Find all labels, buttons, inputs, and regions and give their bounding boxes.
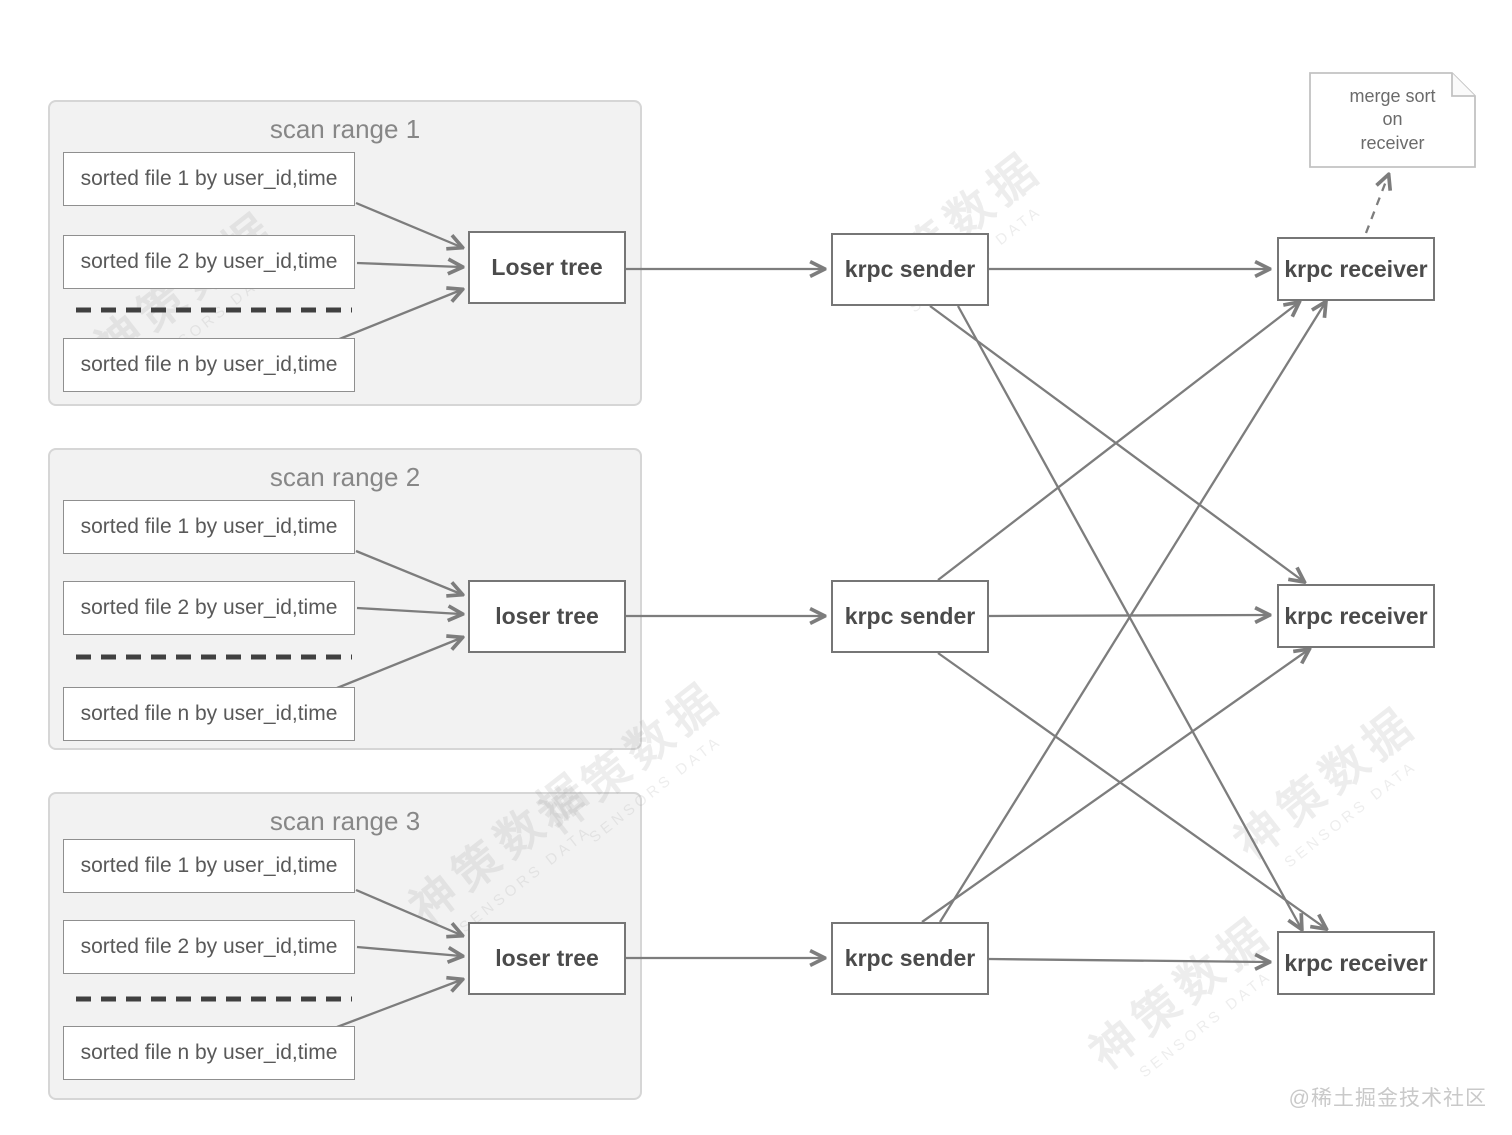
loser-tree-label: loser tree — [495, 603, 599, 629]
sorted-file-box: sorted file 2 by user_id,time — [63, 920, 355, 974]
krpc-sender-label: krpc sender — [844, 603, 976, 629]
krpc-sender-box-3: krpc sender — [831, 922, 989, 995]
arrow-p3-filen-tree — [336, 980, 461, 1029]
sorted-file-box: sorted file 1 by user_id,time — [63, 152, 355, 206]
arrow-p2-file2-tree — [356, 608, 461, 614]
sorted-file-label: sorted file 2 by user_id,time — [80, 250, 338, 273]
arrow-sender3-receiver3 — [988, 959, 1268, 962]
arrow-p2-file1-tree — [355, 549, 461, 594]
loser-tree-box-1: Loser tree — [468, 231, 626, 304]
sorted-file-box: sorted file 1 by user_id,time — [63, 839, 355, 893]
scan-range-3-title: scan range 3 — [269, 806, 421, 836]
sorted-file-label: sorted file 1 by user_id,time — [80, 167, 338, 190]
arrow-p1-file1-tree — [355, 201, 461, 247]
sorted-file-box: sorted file n by user_id,time — [63, 687, 355, 741]
krpc-sender-label: krpc sender — [844, 945, 976, 971]
scan-range-1-title: scan range 1 — [269, 114, 421, 144]
krpc-sender-box-1: krpc sender — [831, 233, 989, 306]
krpc-sender-label: krpc sender — [844, 256, 976, 282]
sorted-file-box: sorted file 1 by user_id,time — [63, 500, 355, 554]
arrow-p1-filen-tree — [336, 290, 461, 342]
scan-range-2-title: scan range 2 — [269, 462, 421, 492]
sorted-file-box: sorted file n by user_id,time — [63, 338, 355, 392]
sorted-file-label: sorted file n by user_id,time — [80, 353, 338, 376]
sorted-file-label: sorted file 2 by user_id,time — [80, 935, 338, 958]
krpc-receiver-label: krpc receiver — [1284, 255, 1428, 282]
arrow-p3-file1-tree — [355, 888, 461, 935]
loser-tree-box-2: loser tree — [468, 580, 626, 653]
sorted-file-box: sorted file 2 by user_id,time — [63, 581, 355, 635]
credit-watermark: @稀土掘金技术社区 — [1288, 1087, 1487, 1110]
krpc-receiver-box-3: krpc receiver — [1277, 931, 1435, 995]
krpc-receiver-box-1: krpc receiver — [1277, 237, 1435, 301]
krpc-receiver-label: krpc receiver — [1284, 602, 1428, 629]
arrow-p3-file2-tree — [356, 945, 461, 956]
note-text: merge sort on receiver — [1349, 85, 1436, 153]
sorted-file-label: sorted file n by user_id,time — [80, 1041, 338, 1064]
arrow-p1-file2-tree — [356, 263, 461, 267]
sorted-file-label: sorted file 1 by user_id,time — [80, 854, 338, 877]
sorted-file-box: sorted file 2 by user_id,time — [63, 235, 355, 289]
note-shape — [1309, 72, 1476, 168]
arrow-receiver1-note — [1364, 176, 1388, 234]
sorted-file-label: sorted file 1 by user_id,time — [80, 515, 338, 538]
loser-tree-box-3: loser tree — [468, 922, 626, 995]
sorted-file-label: sorted file n by user_id,time — [80, 702, 338, 725]
arrow-p2-filen-tree — [336, 638, 461, 690]
krpc-sender-box-2: krpc sender — [831, 580, 989, 653]
arrow-sender3-receiver2 — [921, 650, 1308, 923]
arrow-sender2-receiver3 — [937, 652, 1325, 928]
sorted-file-label: sorted file 2 by user_id,time — [80, 596, 338, 619]
arrow-sender2-receiver1 — [937, 303, 1298, 581]
loser-tree-label: Loser tree — [491, 254, 603, 280]
krpc-receiver-label: krpc receiver — [1284, 949, 1428, 976]
krpc-receiver-box-2: krpc receiver — [1277, 584, 1435, 648]
merge-sort-note: merge sort on receiver — [1309, 72, 1476, 168]
sorted-file-box: sorted file n by user_id,time — [63, 1026, 355, 1080]
arrow-sender3-receiver1 — [939, 303, 1325, 923]
loser-tree-label: loser tree — [495, 945, 599, 971]
